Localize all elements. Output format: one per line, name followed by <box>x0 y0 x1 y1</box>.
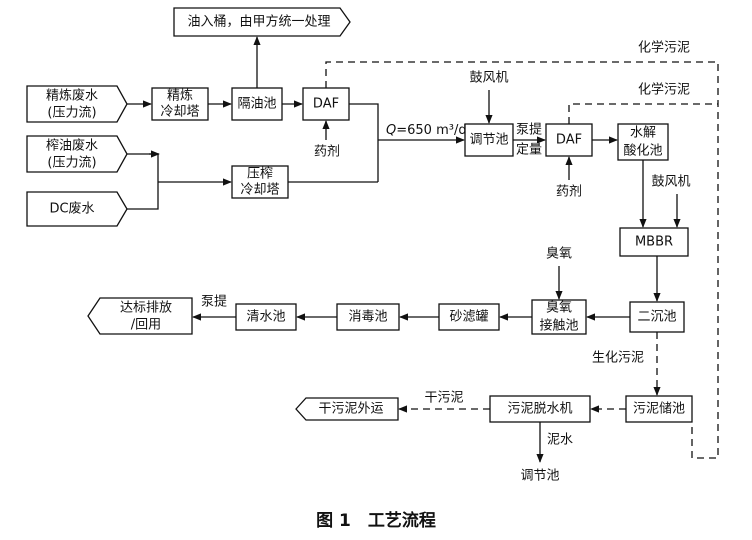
secondary-clarifier-label: 二沉池 <box>637 310 676 325</box>
discharge-label-2: /回用 <box>131 318 161 333</box>
sand-filter-label: 砂滤罐 <box>449 310 488 325</box>
daf-2-label: DAF <box>556 133 582 148</box>
daf-1-label: DAF <box>313 97 339 112</box>
hydrolysis-label-2: 酸化池 <box>623 144 662 159</box>
mbbr-label: MBBR <box>635 235 673 250</box>
bio-sludge-label: 生化污泥 <box>592 351 644 366</box>
refine-wastewater-input: 精炼废水 (压力流) <box>26 85 128 123</box>
mud-water-label: 泥水 <box>547 433 573 448</box>
clear-water-label: 清水池 <box>246 310 285 325</box>
press-cooling-label-1: 压榨 <box>247 166 273 182</box>
dosing-label: 定量 <box>516 143 542 158</box>
press-cooling-label-2: 冷却塔 <box>240 183 279 198</box>
sludge-storage-label: 污泥储池 <box>633 402 685 417</box>
agent-label-1: 药剂 <box>314 145 340 160</box>
sand-filter: 砂滤罐 <box>438 303 500 331</box>
secondary-clarifier: 二沉池 <box>629 301 685 333</box>
figure-caption: 图 1 工艺流程 <box>316 510 436 531</box>
equalization-tank: 调节池 <box>464 123 514 157</box>
press-wastewater-label-2: (压力流) <box>47 156 96 171</box>
ozone-contact-tank: 臭氧 接触池 <box>531 299 587 335</box>
equalization-label: 调节池 <box>469 133 508 148</box>
dry-sludge-output: 干污泥外运 <box>295 397 399 421</box>
flow-lines <box>127 36 681 463</box>
discharge-label-1: 达标排放 <box>120 301 172 316</box>
ozone-contact-label-1: 臭氧 <box>546 301 572 316</box>
hydrolysis-acidification-tank: 水解 酸化池 <box>617 123 669 161</box>
oil-separator-label: 隔油池 <box>237 97 276 112</box>
refine-cooling-label-1: 精炼 <box>167 89 193 104</box>
chemical-sludge-label-2: 化学污泥 <box>638 82 690 98</box>
press-wastewater-label-1: 榨油废水 <box>46 138 98 154</box>
blower-label-2: 鼓风机 <box>651 175 690 190</box>
dry-sludge-label: 干污泥 <box>424 391 463 406</box>
dc-wastewater-input: DC废水 <box>26 191 128 227</box>
clear-water-tank: 清水池 <box>235 303 297 331</box>
oil-barrel-label: 油入桶，由甲方统一处理 <box>187 14 330 30</box>
refine-cooling-tower: 精炼 冷却塔 <box>151 87 209 121</box>
daf-1: DAF <box>302 87 350 121</box>
pump-lift-label: 泵提 <box>516 122 542 138</box>
press-cooling-tower: 压榨 冷却塔 <box>231 165 289 199</box>
refine-wastewater-label-1: 精炼废水 <box>46 88 98 104</box>
refine-wastewater-label-2: (压力流) <box>47 106 96 121</box>
flow-rate-q: Q <box>386 123 396 138</box>
dc-wastewater-label: DC废水 <box>49 201 94 217</box>
daf-2: DAF <box>545 123 593 157</box>
blower-label-1: 鼓风机 <box>469 71 508 86</box>
dry-sludge-output-label: 干污泥外运 <box>318 402 383 417</box>
flow-rate-value: =650 m³/d <box>396 123 466 138</box>
discharge-output: 达标排放 /回用 <box>87 297 193 335</box>
mbbr-tank: MBBR <box>619 227 689 257</box>
dewatering-label: 污泥脱水机 <box>507 402 572 417</box>
flow-rate-label: Q=650 m³/d <box>386 123 467 138</box>
oil-separator: 隔油池 <box>231 87 283 121</box>
disinfection-label: 消毒池 <box>348 310 387 325</box>
agent-label-2: 药剂 <box>556 185 582 200</box>
ozone-contact-label-2: 接触池 <box>539 318 578 334</box>
press-wastewater-input: 榨油废水 (压力流) <box>26 135 128 173</box>
sludge-dewatering-machine: 污泥脱水机 <box>489 395 591 423</box>
sludge-lines <box>325 61 719 459</box>
pump-lift-label-2: 泵提 <box>201 294 227 310</box>
hydrolysis-label-1: 水解 <box>630 126 656 141</box>
to-equalization-label: 调节池 <box>520 469 559 484</box>
chemical-sludge-label-1: 化学污泥 <box>638 40 690 56</box>
ozone-label: 臭氧 <box>546 247 572 262</box>
sludge-storage-tank: 污泥储池 <box>625 395 693 423</box>
refine-cooling-label-2: 冷却塔 <box>160 105 199 120</box>
disinfection-tank: 消毒池 <box>336 303 400 331</box>
oil-barrel-output: 油入桶，由甲方统一处理 <box>173 7 351 37</box>
